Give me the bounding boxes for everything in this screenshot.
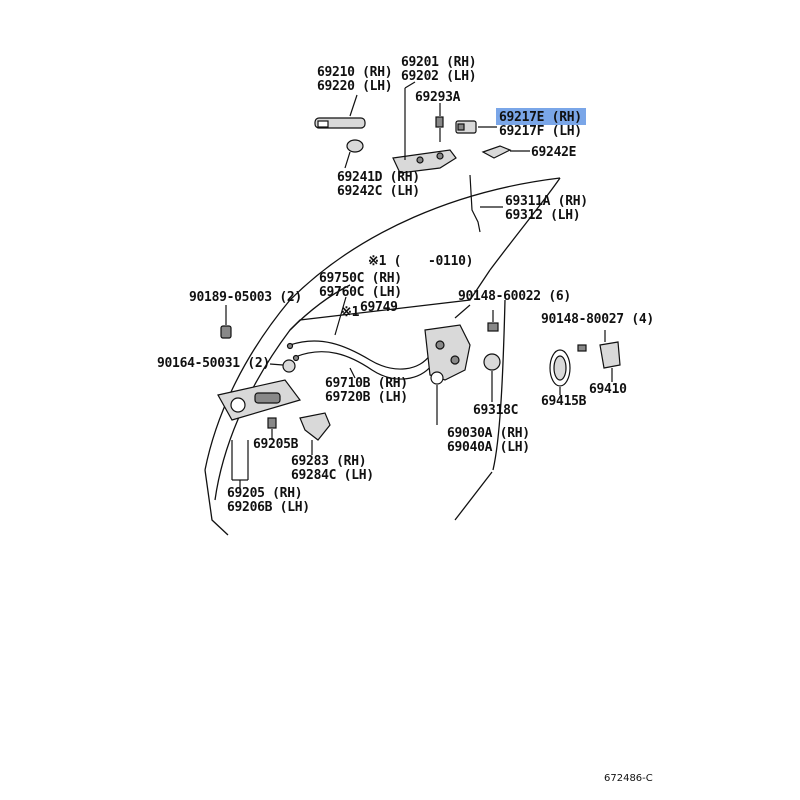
clip-part — [435, 103, 444, 142]
label-69040a: 69040A (LH) — [447, 440, 530, 455]
label-69749: 69749 — [360, 300, 398, 315]
label-90164: 90164-50031 (2) — [157, 356, 270, 371]
lock-cover-part — [483, 353, 501, 402]
control-cable-part — [286, 296, 433, 380]
label-69242c: 69242C (LH) — [337, 184, 420, 199]
label-90148-80027: 90148-80027 (4) — [541, 312, 654, 327]
screw-90164-part — [269, 359, 296, 373]
label-69217f: 69217F (LH) — [499, 124, 582, 139]
label-69318c: 69318C — [473, 403, 518, 418]
figure-code: 672486-C — [604, 773, 653, 784]
door-striker-part — [577, 330, 621, 382]
outside-handle-frame-part — [392, 81, 457, 174]
label-69202: 69202 (LH) — [401, 69, 476, 84]
label-69241d: 69241D (RH) — [337, 170, 420, 185]
label-69415b: 69415B — [541, 394, 587, 409]
label-69710b: 69710B (RH) — [325, 376, 408, 391]
label-69217e: 69217E (RH) — [499, 110, 582, 125]
screw-90148-60022-part — [487, 310, 499, 332]
inside-handle-bezel-part — [217, 379, 301, 490]
lock-rod-part — [469, 174, 503, 233]
handle-cap-part — [455, 120, 497, 134]
door-body-outline — [204, 177, 561, 536]
label-69284c: 69284C (LH) — [291, 468, 374, 483]
label-69242e: 69242E — [531, 145, 576, 160]
label-69760c: 69760C (LH) — [319, 285, 402, 300]
pull-handle-part — [299, 412, 331, 455]
label-90189: 90189-05003 (2) — [189, 290, 302, 305]
label-69311a: 69311A (RH) — [505, 194, 588, 209]
door-lock-assembly-part — [424, 304, 471, 425]
bezel-clip-part — [267, 417, 277, 440]
label-69205: 69205 (RH) — [227, 486, 302, 501]
label-69410: 69410 — [589, 382, 627, 397]
label-note1-code: -0110) — [428, 254, 473, 269]
handle-pad-part — [481, 145, 530, 159]
label-69750c: 69750C (RH) — [319, 271, 402, 286]
label-69720b: 69720B (LH) — [325, 390, 408, 405]
label-69030a: 69030A (RH) — [447, 426, 530, 441]
screw-90189-part — [220, 305, 232, 339]
label-69206b: 69206B (LH) — [227, 500, 310, 515]
label-note1-mark: ※1 ( — [368, 254, 401, 269]
label-69201: 69201 (RH) — [401, 55, 476, 70]
label-90148-60022: 90148-60022 (6) — [458, 289, 571, 304]
label-69749-mark: ※1 — [341, 305, 360, 320]
gasket-part — [344, 139, 364, 169]
outside-handle-part — [314, 94, 366, 129]
label-69312: 69312 (LH) — [505, 208, 580, 223]
striker-plate-part — [549, 349, 571, 395]
label-69205b-small: 69205B — [253, 437, 299, 452]
label-69220: 69220 (LH) — [317, 79, 392, 94]
selected-part-highlight — [496, 108, 586, 125]
label-69293a: 69293A — [415, 90, 461, 105]
label-69210: 69210 (RH) — [317, 65, 392, 80]
label-69283: 69283 (RH) — [291, 454, 366, 469]
